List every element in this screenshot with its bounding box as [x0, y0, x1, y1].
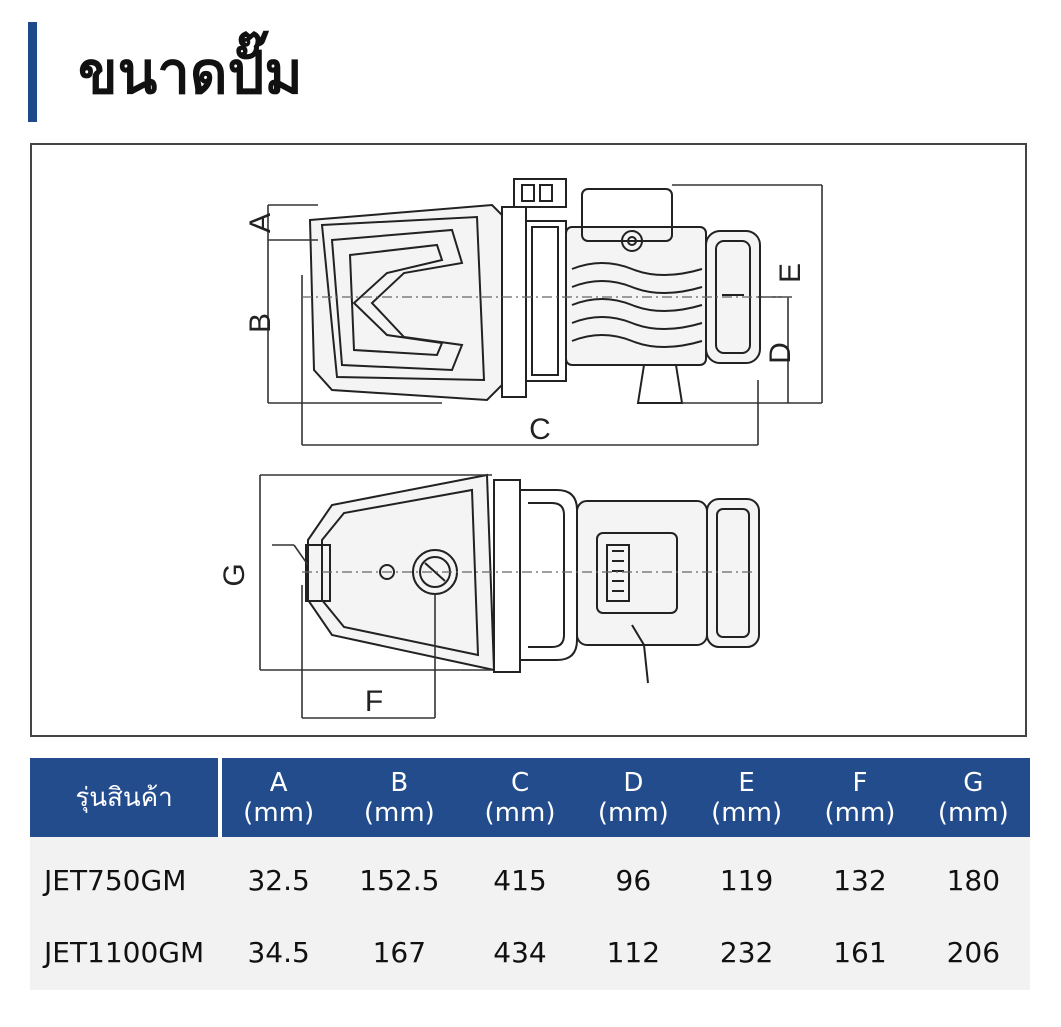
value-cell-e: 232	[689, 915, 804, 990]
top-view-dimension-lines	[259, 474, 492, 719]
pump-top-view	[305, 473, 760, 684]
value-cell-d: 112	[576, 915, 690, 990]
dim-label-g: G	[218, 563, 251, 586]
spec-table: รุ่นสินค้า A(mm) B(mm) C(mm) D(mm) E(mm)…	[30, 758, 1030, 990]
dim-label-c: C	[529, 413, 551, 446]
value-cell-b: 152.5	[335, 837, 464, 915]
value-cell-b: 167	[335, 915, 464, 990]
value-cell-a: 34.5	[222, 915, 336, 990]
column-header-d: D(mm)	[576, 758, 690, 837]
table-row: JET750GM 32.5 152.5 415 96 119 132 180	[30, 837, 1030, 915]
page-title: ขนาดปั๊ม	[78, 39, 303, 107]
pump-side-view	[308, 178, 761, 404]
value-cell-c: 415	[463, 837, 577, 915]
column-header-e: E(mm)	[689, 758, 804, 837]
dim-label-d: D	[764, 342, 797, 364]
table-row: JET1100GM 34.5 167 434 112 232 161 206	[30, 915, 1030, 990]
spec-table-header-row: รุ่นสินค้า A(mm) B(mm) C(mm) D(mm) E(mm)…	[30, 758, 1030, 837]
pump-drawing-svg: A B C D E F G	[218, 178, 823, 719]
dim-label-e: E	[774, 263, 807, 283]
column-header-b: B(mm)	[335, 758, 464, 837]
column-header-g: G(mm)	[916, 758, 1030, 837]
column-header-f: F(mm)	[803, 758, 917, 837]
pump-dimension-diagram: A B C D E F G	[30, 143, 1027, 737]
title-accent-bar	[28, 22, 37, 122]
dim-label-f: F	[365, 685, 383, 718]
value-cell-f: 132	[803, 837, 917, 915]
value-cell-f: 161	[803, 915, 917, 990]
model-cell: JET750GM	[30, 837, 222, 915]
value-cell-d: 96	[576, 837, 690, 915]
model-cell: JET1100GM	[30, 915, 222, 990]
value-cell-c: 434	[463, 915, 577, 990]
value-cell-g: 180	[916, 837, 1030, 915]
dim-label-b: B	[244, 313, 277, 333]
model-column-header: รุ่นสินค้า	[30, 758, 222, 837]
side-view-dimension-lines	[267, 184, 823, 446]
column-header-c: C(mm)	[463, 758, 577, 837]
column-header-a: A(mm)	[222, 758, 336, 837]
value-cell-a: 32.5	[222, 837, 336, 915]
value-cell-e: 119	[689, 837, 804, 915]
dim-label-a: A	[244, 213, 277, 233]
value-cell-g: 206	[916, 915, 1030, 990]
